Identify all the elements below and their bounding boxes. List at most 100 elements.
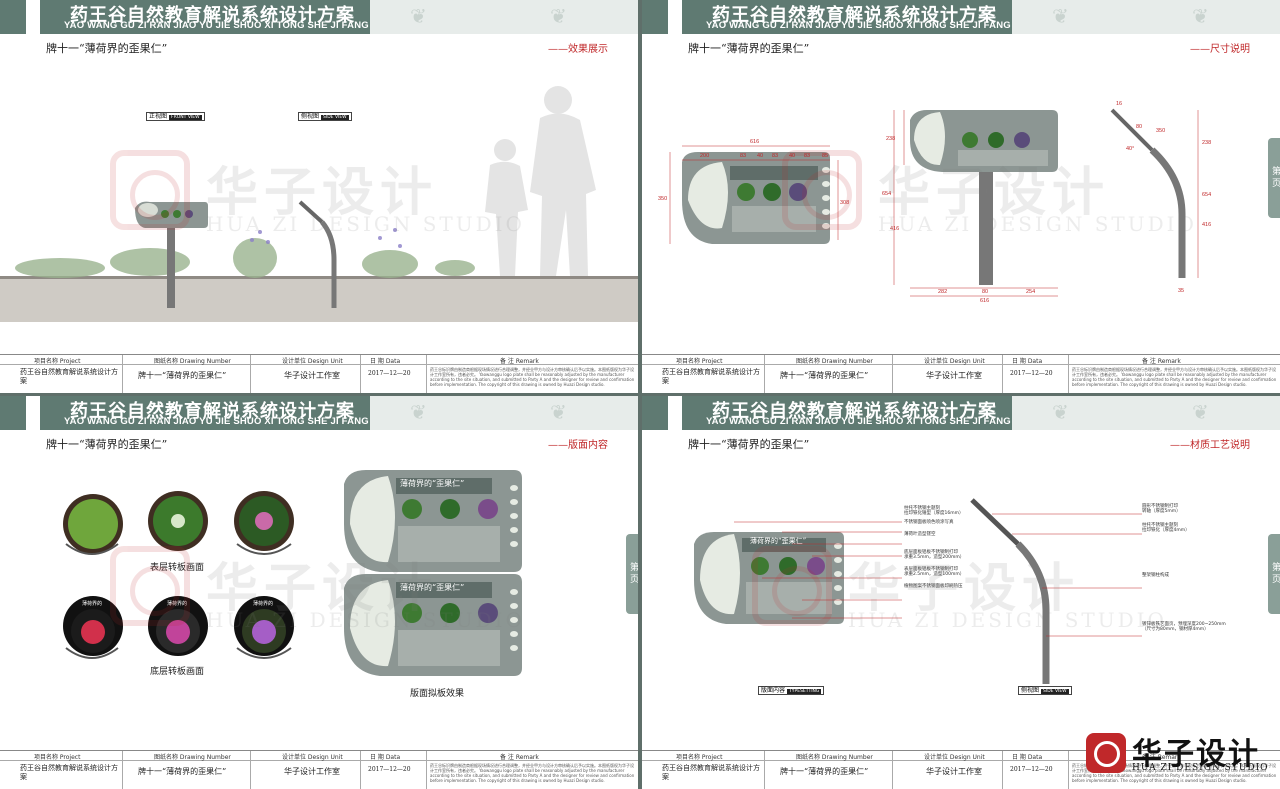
leaf-deco-icon: ❦ <box>1192 400 1209 424</box>
svg-text:654: 654 <box>1202 192 1211 198</box>
leaf-deco-icon: ❦ <box>550 400 567 424</box>
brand-english: HUA ZI DESIGN STUDIO <box>1132 763 1269 773</box>
header-title: 药王谷自然教育解说系统设计方案 <box>70 5 355 26</box>
flower-tag: 薄荷界的 <box>167 601 188 607</box>
svg-text:238: 238 <box>886 136 895 142</box>
side-sign <box>298 200 337 308</box>
surface-caption: 表层转板画面 <box>150 563 205 573</box>
brand-seal-icon <box>1086 733 1126 773</box>
header-bar <box>40 0 370 34</box>
svg-text:200: 200 <box>700 153 709 159</box>
brand-logo: 华子设计 HUA ZI DESIGN STUDIO <box>1086 733 1276 785</box>
leaf-deco-icon: ❦ <box>410 400 427 424</box>
title-block: 项目名称 Project 图纸名称 Drawing Number 设计单位 De… <box>0 354 638 393</box>
header-pinyin: YAO WANG GU ZI RAN JIAO YU JIE SHUO XI T… <box>64 416 386 427</box>
right-notes: 圆形不锈钢制打印 转轴（厚度5mm） 柱托不锈钢主题刻 拉印铁化（厚度4mm） … <box>1142 504 1226 632</box>
svg-text:416: 416 <box>1202 222 1211 228</box>
panel-title: 薄荷界的“歪果仁” <box>400 583 465 592</box>
header-left-block <box>0 396 26 430</box>
front-panel-small <box>682 152 830 244</box>
panel-content-drawing <box>63 470 522 676</box>
section-tag: ——版面内容 <box>548 440 608 451</box>
front-sign <box>135 201 208 308</box>
sign-name: 牌十一“薄荷界的歪果仁” <box>688 42 810 55</box>
effect-caption: 版面拟板效果 <box>410 689 465 699</box>
svg-text:83: 83 <box>740 153 746 159</box>
sheet-dimensions: 药王谷自然教育解说系统设计方案 YAO WANG GU ZI RAN JIAO … <box>642 0 1280 393</box>
brand-name: 华子设计 <box>1132 737 1260 772</box>
svg-text:16: 16 <box>1116 101 1122 107</box>
header-title: 药王谷自然教育解说系统设计方案 <box>712 5 997 26</box>
svg-text:80: 80 <box>1136 124 1142 130</box>
mockup-panel-top <box>344 470 522 572</box>
header-bar <box>682 396 1012 430</box>
header-right-band: ❦ ❦ <box>370 396 638 430</box>
flower-tag: 薄荷界的 <box>253 601 274 607</box>
header-bar <box>40 396 370 430</box>
svg-text:35: 35 <box>1178 288 1184 294</box>
side-elevation <box>1110 108 1186 278</box>
svg-text:416: 416 <box>890 226 899 232</box>
page-side-tab[interactable]: 第 页 <box>1268 534 1280 614</box>
front-panel <box>694 532 844 624</box>
header-right-band: ❦ ❦ <box>1012 396 1280 430</box>
header-pinyin: YAO WANG GU ZI RAN JIAO YU JIE SHUO XI T… <box>64 20 386 31</box>
page-side-tab[interactable]: 第 页 <box>1268 138 1280 218</box>
leaf-deco-icon: ❦ <box>1052 400 1069 424</box>
header-left-block <box>642 0 668 34</box>
surface-discs <box>63 491 294 555</box>
svg-text:616: 616 <box>750 139 759 145</box>
sign-name: 牌十一“薄荷界的歪果仁” <box>46 42 168 55</box>
mockup-panel-bottom <box>344 574 522 676</box>
header-right-band: ❦ ❦ <box>1012 0 1280 34</box>
ground-soil <box>0 278 638 322</box>
svg-text:350: 350 <box>1156 128 1165 134</box>
plants <box>15 238 475 278</box>
section-tag: ——效果展示 <box>548 44 608 55</box>
svg-text:85: 85 <box>822 153 828 159</box>
svg-text:282: 282 <box>938 289 947 295</box>
section-tag: ——尺寸说明 <box>1190 44 1250 55</box>
leaf-deco-icon: ❦ <box>550 4 567 28</box>
svg-text:40°: 40° <box>1126 146 1134 152</box>
svg-text:40: 40 <box>789 153 795 159</box>
svg-text:40: 40 <box>757 153 763 159</box>
effect-illustration <box>0 86 638 322</box>
header-pinyin: YAO WANG GU ZI RAN JIAO YU JIE SHUO XI T… <box>706 416 1028 427</box>
leaf-deco-icon: ❦ <box>410 4 427 28</box>
side-post <box>970 498 1050 684</box>
svg-text:654: 654 <box>882 191 891 197</box>
header-title: 药王谷自然教育解说系统设计方案 <box>70 401 355 422</box>
svg-text:83: 83 <box>804 153 810 159</box>
sign-name: 牌十一“薄荷界的歪果仁” <box>46 438 168 451</box>
panel-title: 薄荷界的“歪果仁” <box>750 537 807 545</box>
svg-text:83: 83 <box>772 153 778 159</box>
page-side-tab[interactable]: 第 页 <box>626 534 638 614</box>
header-title: 药王谷自然教育解说系统设计方案 <box>712 401 997 422</box>
leaf-deco-icon: ❦ <box>1192 4 1209 28</box>
sheet-panel-content: 药王谷自然教育解说系统设计方案 YAO WANG GU ZI RAN JIAO … <box>0 396 638 789</box>
left-notes: 柱托不锈钢主题刻 拉印铁化锤型（厚度16mm） 不锈钢面板喷色喷涂写真 薄荷叶造… <box>904 506 965 589</box>
silhouettes <box>485 86 596 276</box>
material-drawing <box>694 498 1142 684</box>
header-bar <box>682 0 1012 34</box>
header-left-block <box>642 396 668 430</box>
sheet-effect-display: 药王谷自然教育解说系统设计方案 YAO WANG GU ZI RAN JIAO … <box>0 0 638 393</box>
bottom-caption: 底层转板画面 <box>150 667 205 677</box>
dimension-drawing: 616 200 83 40 83 40 83 85 350 308 238 65… <box>658 101 1211 304</box>
svg-text:350: 350 <box>658 196 667 202</box>
panel-title: 薄荷界的“歪果仁” <box>400 479 465 488</box>
svg-text:616: 616 <box>980 298 989 304</box>
title-block: 项目名称 Project 图纸名称 Drawing Number 设计单位 De… <box>642 750 1280 789</box>
svg-text:80: 80 <box>982 289 988 295</box>
header-left-block <box>0 0 26 34</box>
svg-text:308: 308 <box>840 200 849 206</box>
svg-text:238: 238 <box>1202 140 1211 146</box>
svg-text:254: 254 <box>1026 289 1035 295</box>
title-block: 项目名称 Project 图纸名称 Drawing Number 设计单位 De… <box>642 354 1280 393</box>
sign-name: 牌十一“薄荷界的歪果仁” <box>688 438 810 451</box>
